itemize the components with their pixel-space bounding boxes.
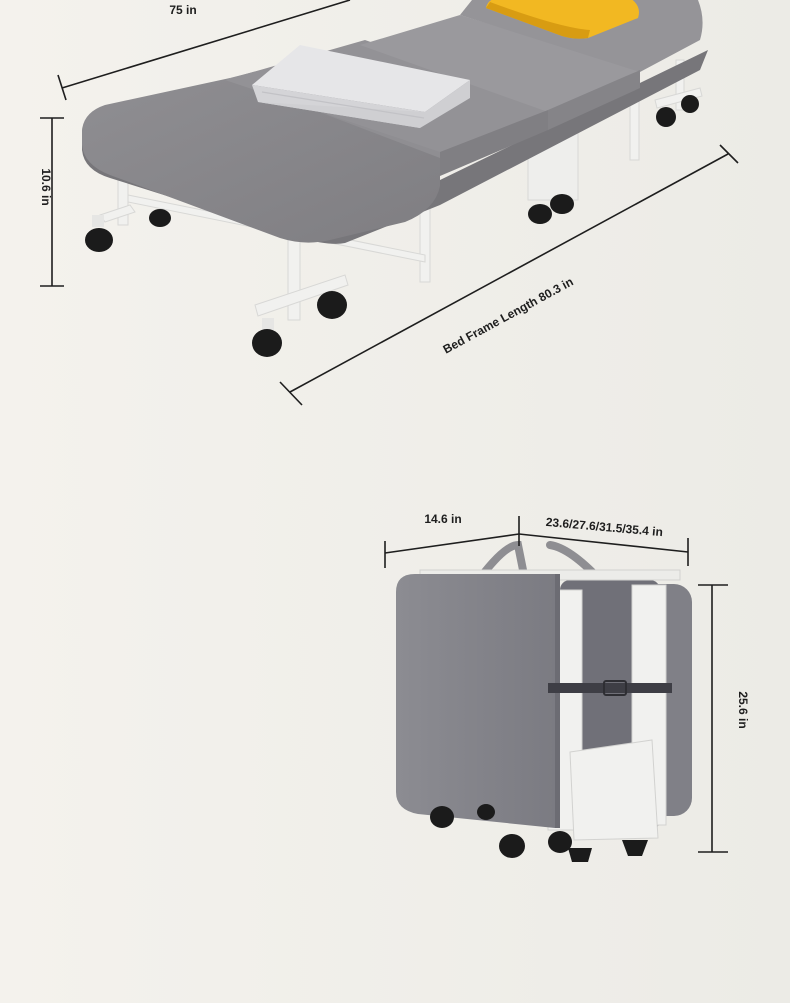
width-top-label: 75 in: [169, 3, 196, 17]
blanket-icon: [252, 45, 470, 128]
pillow-icon: [486, 0, 639, 39]
dimension-lines-open: [40, 0, 739, 406]
folded-bed-illustration: 14.6 in 23.6/27.6/31.5/35.4 in 25.6 in: [384, 512, 750, 862]
caster-wheel-icon: [430, 804, 648, 862]
height-label: 10.6 in: [39, 168, 53, 205]
mattress-foot-section: [82, 78, 440, 243]
folded-height-label: 25.6 in: [736, 691, 750, 728]
folded-pad-front: [396, 574, 555, 828]
strap-buckle-icon: [548, 680, 672, 696]
mattress-head-section: [360, 15, 640, 112]
caster-wheel-icon: [85, 95, 699, 357]
open-bed-illustration: 75 in 10.6 in Bed Frame Length 80.3 in: [39, 0, 739, 406]
dimension-lines-folded: [384, 516, 728, 853]
folded-depth-label: 14.6 in: [424, 512, 461, 526]
